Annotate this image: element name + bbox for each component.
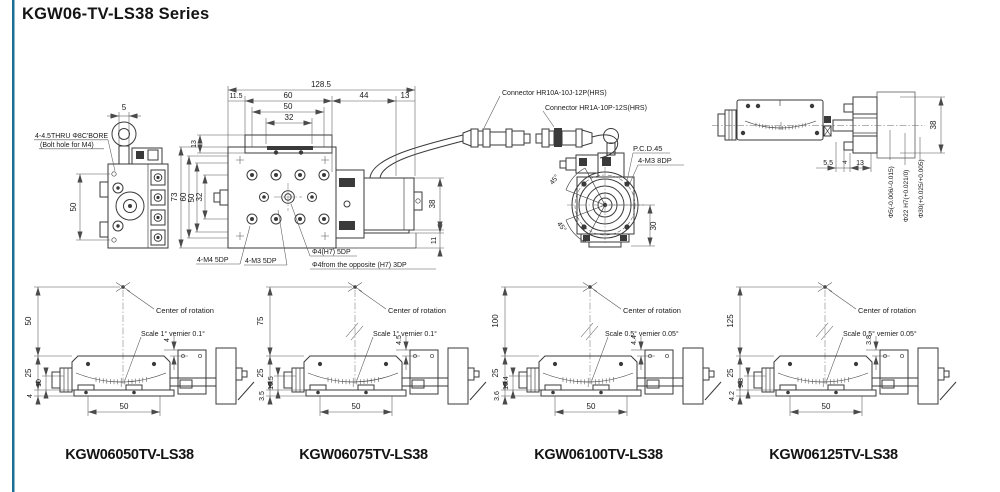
note-label: Connector HR1A-10P-12S(HRS) — [545, 105, 647, 112]
note-label: Scale 0.5° vernier 0.05° — [843, 330, 917, 338]
dim-label: 50 — [822, 402, 831, 411]
dim-label: 9.8 — [738, 378, 745, 388]
dim-label: 50 — [352, 402, 361, 411]
dim-label: 4.4 — [631, 335, 638, 345]
note-label: Φ4(H7) 5DP — [312, 249, 351, 256]
model-caption: KGW06125TV-LS38 — [769, 447, 898, 463]
dim-label: 50 — [587, 402, 596, 411]
note-label: 4-M4 5DP — [197, 257, 229, 264]
model-view-kgw06075: Center of rotation Scale 1° vernier 0.1°… — [256, 283, 486, 417]
dim-label: 25 — [491, 368, 500, 377]
dim-label: 25 — [726, 368, 735, 377]
note-label: Center of rotation — [623, 306, 681, 315]
note-label: 4-M3 8DP — [638, 156, 672, 165]
model-caption: KGW06100TV-LS38 — [534, 447, 663, 463]
angle-label: 45° — [548, 173, 561, 186]
end-view: 5 50 4-4.5THRU Φ8C'BORE (Bolt hole for M… — [34, 103, 169, 249]
dim-label: 38 — [428, 199, 437, 208]
model-view-kgw06050: Center of rotation Scale 1° vernier 0.1°… — [24, 283, 254, 417]
dim-label: 3.5 — [259, 391, 266, 401]
dim-label: 100 — [491, 314, 500, 328]
note-label: (Bolt hole for M4) — [40, 142, 94, 149]
dim-label: 25 — [24, 368, 33, 377]
page-title: KGW06-TV-LS38 Series — [22, 5, 210, 23]
note-label: Scale 1° vernier 0.1° — [141, 330, 205, 338]
dim-label: 5 — [122, 103, 127, 112]
note-label: Center of rotation — [858, 306, 916, 315]
accent-rule — [12, 0, 15, 492]
plan-view: 128.5 11.5 60 44 13 50 32 — [170, 80, 464, 270]
note-label: Scale 0.5° vernier 0.05° — [605, 330, 679, 338]
dim-label: 50 — [120, 402, 129, 411]
dim-label: 30 — [649, 221, 658, 230]
note-label: Φ4from the opposite (H7) 3DP — [312, 262, 407, 269]
dim-label: 3.6 — [494, 391, 501, 401]
dim-label: 50 — [24, 316, 33, 325]
dim-label: 4.5 — [396, 335, 403, 345]
dim-label: 38 — [929, 120, 938, 129]
dim-label: 25 — [256, 368, 265, 377]
note-label: 4-M3 5DP — [245, 258, 277, 265]
dim-label: 13 — [856, 160, 864, 167]
dim-label: 50 — [69, 202, 78, 211]
dim-label: 4 — [27, 394, 34, 398]
dim-label: 10.5 — [268, 376, 275, 390]
dim-label: 50 — [284, 102, 293, 111]
dim-label: 75 — [256, 316, 265, 325]
dim-label: 4 — [164, 338, 171, 342]
dim-label: 5.5 — [823, 160, 833, 167]
dim-label: 32 — [195, 192, 204, 201]
dia-label: Φ5(-0.006/-0.015) — [888, 166, 895, 218]
model-view-kgw06125: Center of rotation Scale 0.5° vernier 0.… — [726, 283, 956, 417]
note-label: Center of rotation — [156, 306, 214, 315]
model-caption: KGW06050TV-LS38 — [65, 447, 194, 463]
dim-label: 44 — [360, 91, 369, 100]
model-view-kgw06100: Center of rotation Scale 0.5° vernier 0.… — [491, 283, 721, 417]
dim-label: 4.2 — [729, 391, 736, 401]
note-label: Center of rotation — [388, 306, 446, 315]
dim-label: 13 — [401, 91, 410, 100]
rotation-view: 45° 45° P.C.D.45 4-M3 8DP 30 — [548, 128, 684, 248]
model-caption: KGW06075TV-LS38 — [299, 447, 428, 463]
dim-label: 32 — [285, 113, 294, 122]
side-view: 38 5.5 4 13 Φ5(-0.006/-0.015) Φ22 H7(+0.… — [712, 91, 945, 222]
dim-label: 13 — [191, 140, 198, 148]
connector-assembly: Connector HR10A-10J-12P(HRS) Connector H… — [462, 90, 647, 159]
note-label: Scale 1° vernier 0.1° — [373, 330, 437, 338]
dim-label: 11.5 — [229, 93, 242, 100]
dim-label: 60 — [179, 192, 188, 201]
note-label: 4-4.5THRU Φ8C'BORE — [35, 133, 108, 140]
dim-label: 3.8 — [866, 335, 873, 345]
angle-label: 45° — [555, 220, 568, 233]
dim-label: 4 — [842, 160, 849, 164]
dim-label: 73 — [170, 192, 179, 201]
dim-label: 11 — [431, 237, 438, 244]
note-label: P.C.D.45 — [633, 144, 662, 153]
dim-label: 50 — [187, 193, 196, 202]
dia-label: Φ30(+0.025/+0.005) — [918, 159, 925, 218]
dim-label: 125 — [726, 314, 735, 328]
dim-label: 128.5 — [311, 80, 332, 89]
dim-label: 60 — [284, 91, 293, 100]
note-label: Connector HR10A-10J-12P(HRS) — [502, 90, 607, 97]
dim-label: 10 — [36, 379, 43, 387]
dia-label: Φ22 H7(+0.021/0) — [903, 170, 910, 222]
dim-label: 10.4 — [503, 376, 510, 390]
